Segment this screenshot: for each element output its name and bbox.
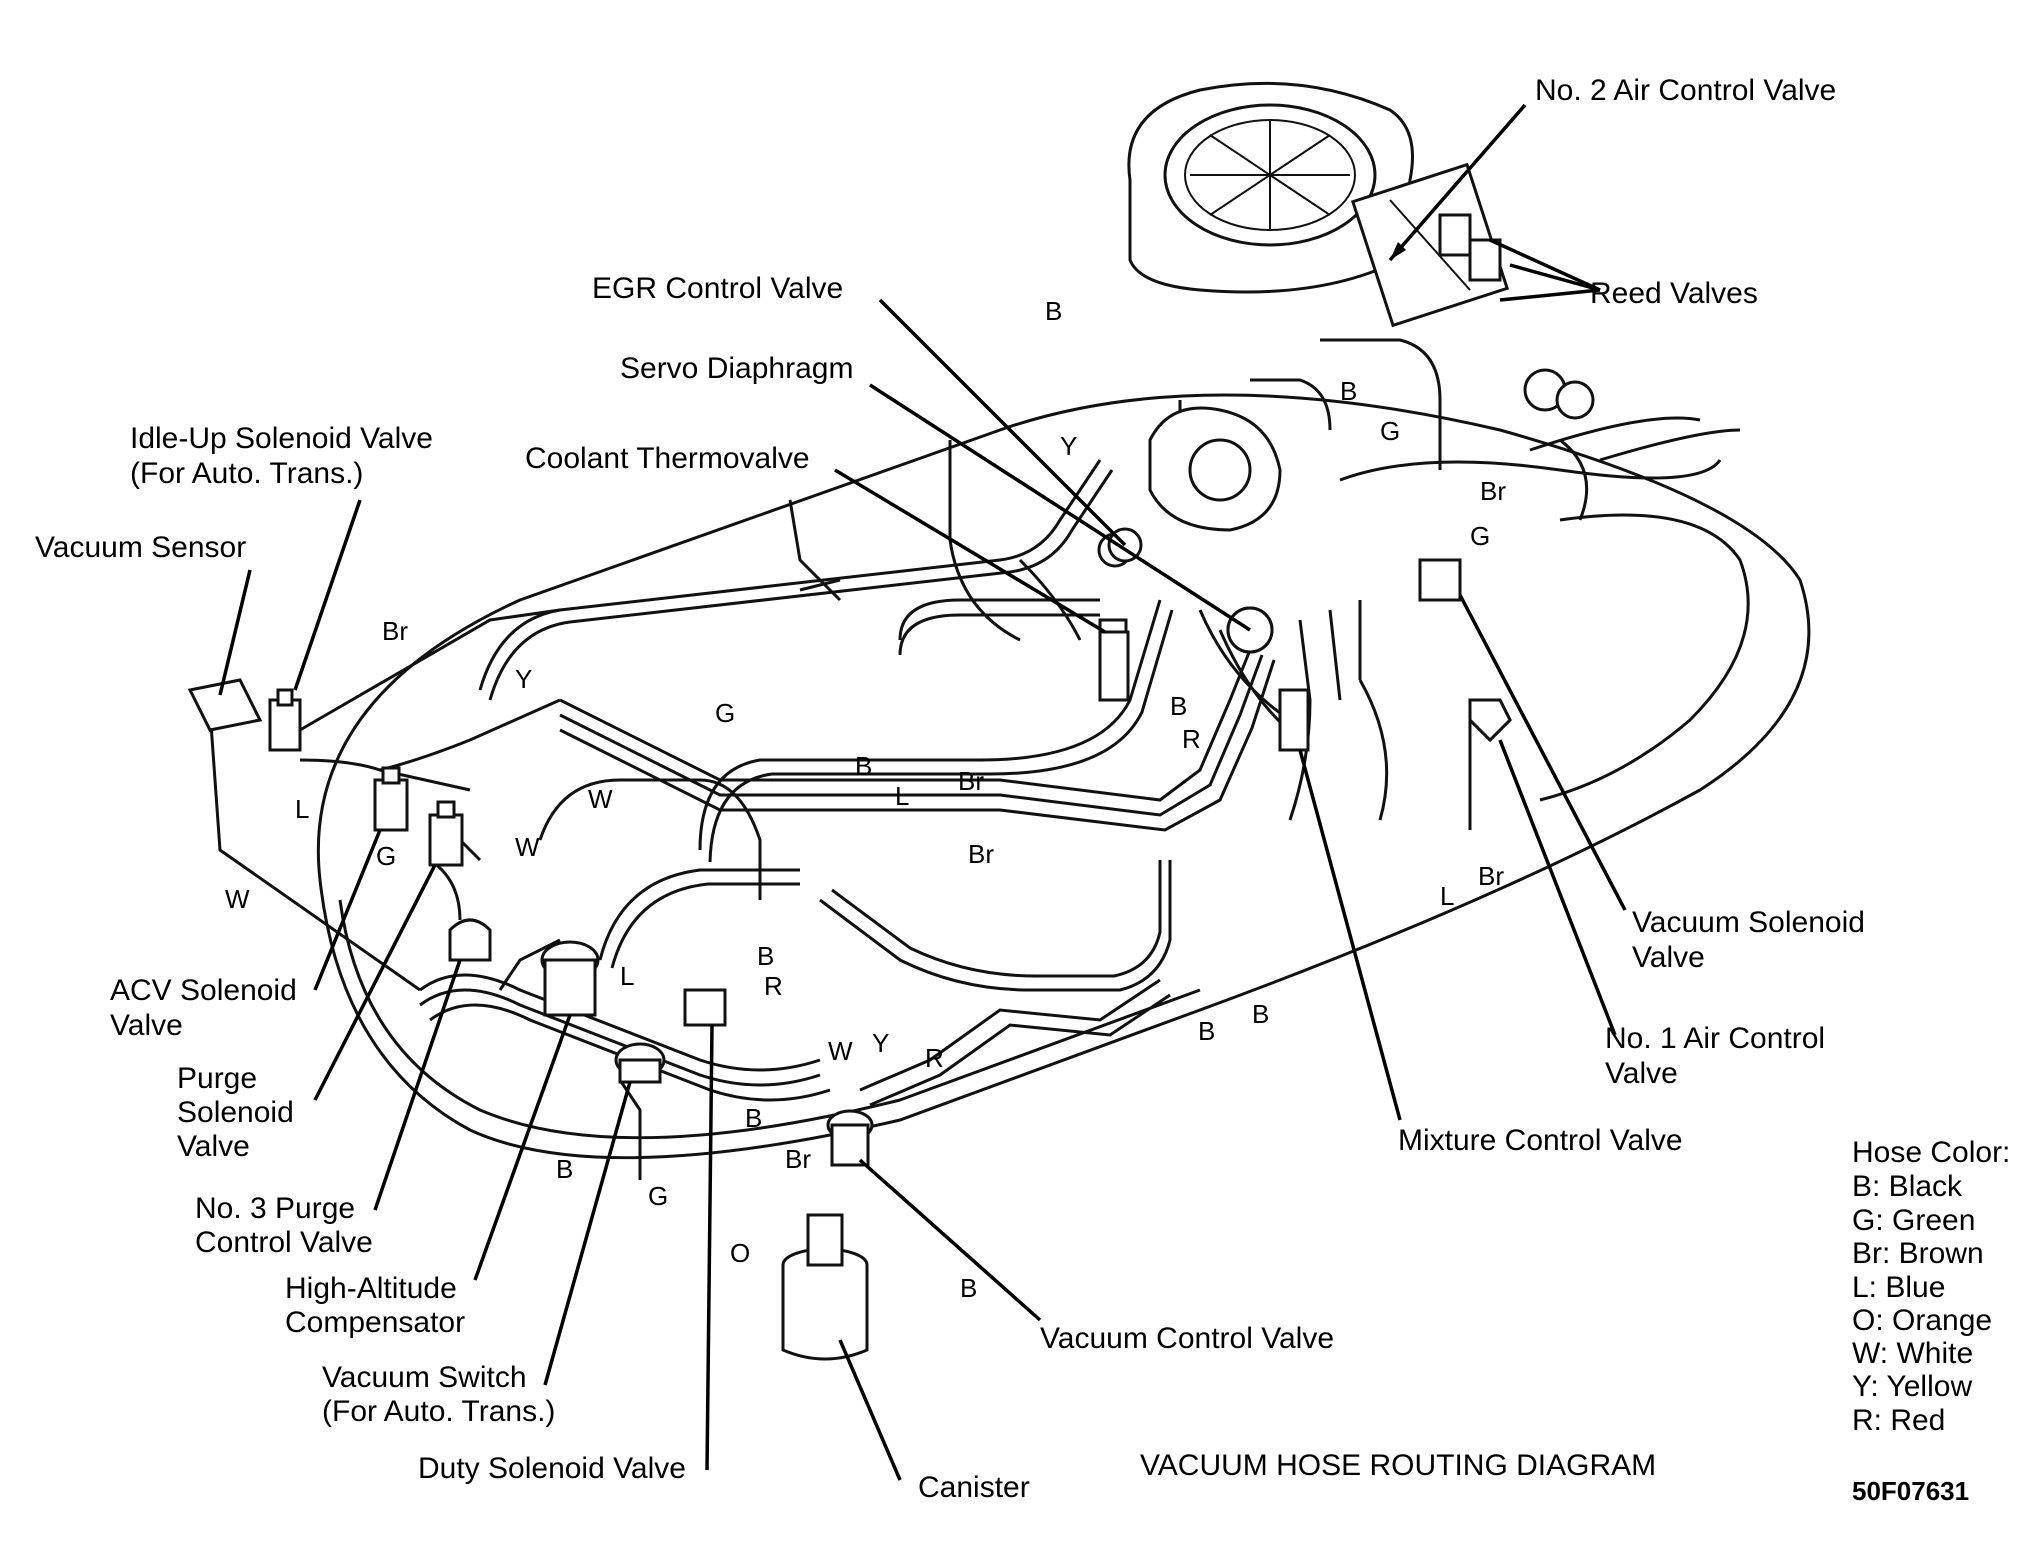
hose-code-w: W (515, 832, 540, 862)
hose-code-markers: B Y B G Br G Br Y G B L Br Br B R W L G … (225, 296, 1506, 1303)
hose-code-br: Br (968, 839, 994, 869)
label-servo-diaphragm: Servo Diaphragm (620, 352, 853, 385)
acv-solenoid-valve (373, 766, 409, 832)
hose-code-b: B (1198, 1016, 1215, 1046)
label-acv-solenoid-valve-line2: Valve (110, 1009, 183, 1042)
no1-air-control-valve (1468, 698, 1512, 743)
label-canister: Canister (918, 1471, 1030, 1504)
label-idle-up-solenoid-valve-line1: Idle-Up Solenoid Valve (130, 422, 433, 455)
air-cleaner (1127, 81, 1510, 328)
hose-code-y: Y (515, 664, 532, 694)
coolant-thermovalve (1098, 630, 1130, 702)
label-vacuum-solenoid-valve-line1: Vacuum Solenoid (1632, 906, 1865, 939)
idle-up-solenoid-valve (268, 688, 302, 752)
hose-code-b: B (960, 1273, 977, 1303)
hose-code-g: G (376, 841, 396, 871)
high-altitude-compensator (540, 940, 600, 1017)
hose-code-g: G (1380, 416, 1400, 446)
figure-id: 50F07631 (1852, 1476, 1969, 1506)
duty-solenoid-valve (683, 988, 727, 1027)
legend-entry: O: Orange (1852, 1304, 1992, 1337)
legend-entry: L: Blue (1852, 1271, 1945, 1304)
label-coolant-thermovalve: Coolant Thermovalve (525, 442, 810, 475)
label-mixture-control-valve: Mixture Control Valve (1398, 1124, 1683, 1157)
hose-code-br: Br (785, 1144, 811, 1174)
legend-entry: B: Black (1852, 1170, 1963, 1203)
label-vacuum-control-valve: Vacuum Control Valve (1040, 1322, 1334, 1355)
label-high-altitude-compensator-line1: High-Altitude (285, 1272, 457, 1305)
label-duty-solenoid-valve: Duty Solenoid Valve (418, 1452, 686, 1485)
label-acv-solenoid-valve-line1: ACV Solenoid (110, 974, 297, 1007)
hose-code-br: Br (1478, 861, 1504, 891)
label-no1-air-control-valve-line1: No. 1 Air Control (1605, 1022, 1825, 1055)
legend-entry: G: Green (1852, 1204, 1975, 1237)
no3-purge-control-valve (448, 918, 492, 962)
component-labels: No. 2 Air Control Valve Reed Valves EGR … (35, 74, 1865, 1504)
legend-title: Hose Color: (1852, 1136, 2010, 1169)
hose-code-w: W (828, 1036, 853, 1066)
vacuum-control-valve (826, 1109, 874, 1167)
hose-code-r: R (1182, 724, 1201, 754)
label-vacuum-switch-line2: (For Auto. Trans.) (322, 1395, 555, 1428)
hose-code-b: B (1252, 999, 1269, 1029)
purge-solenoid-valve (428, 800, 464, 867)
label-no3-purge-control-valve-line1: No. 3 Purge (195, 1192, 355, 1225)
label-purge-solenoid-valve-line1: Purge (177, 1062, 257, 1095)
hose-code-b: B (1170, 691, 1187, 721)
hose-code-g: G (1470, 521, 1490, 551)
vacuum-switch (614, 1042, 666, 1084)
hose-code-l: L (895, 781, 909, 811)
label-no3-purge-control-valve-line2: Control Valve (195, 1226, 373, 1259)
label-idle-up-solenoid-valve-line2: (For Auto. Trans.) (130, 457, 363, 490)
hose-color-legend: Hose Color: B: Black G: Green Br: Brown … (1852, 1136, 2010, 1437)
hose-code-w: W (225, 884, 250, 914)
label-no1-air-control-valve-line2: Valve (1605, 1057, 1678, 1090)
canister (781, 1213, 869, 1361)
legend-entry: Br: Brown (1852, 1237, 1984, 1270)
label-purge-solenoid-valve-line3: Valve (177, 1130, 250, 1163)
hose-code-b: B (855, 751, 872, 781)
hose-code-y: Y (872, 1028, 889, 1058)
hose-code-b: B (745, 1103, 762, 1133)
label-reed-valves: Reed Valves (1590, 277, 1758, 310)
label-no2-air-control-valve: No. 2 Air Control Valve (1535, 74, 1836, 107)
hose-code-g: G (715, 698, 735, 728)
label-vacuum-sensor: Vacuum Sensor (35, 531, 246, 564)
hose-code-y: Y (1060, 431, 1077, 461)
leader-lines (218, 103, 1627, 1481)
hose-code-l: L (1440, 881, 1454, 911)
hose-code-br: Br (958, 766, 984, 796)
hose-code-l: L (295, 794, 309, 824)
label-purge-solenoid-valve-line2: Solenoid (177, 1096, 294, 1129)
label-vacuum-solenoid-valve-line2: Valve (1632, 941, 1705, 974)
label-high-altitude-compensator-line2: Compensator (285, 1306, 465, 1339)
hose-code-w: W (588, 784, 613, 814)
hose-code-r: R (925, 1043, 944, 1073)
legend-entry: Y: Yellow (1852, 1370, 1972, 1403)
label-vacuum-switch-line1: Vacuum Switch (322, 1361, 527, 1394)
mixture-control-valve (1278, 688, 1310, 752)
hose-bundle (419, 459, 1472, 1107)
hose-code-b: B (556, 1154, 573, 1184)
label-egr-control-valve: EGR Control Valve (592, 272, 843, 305)
vacuum-solenoid-valve (1418, 558, 1462, 602)
hose-code-br: Br (1480, 476, 1506, 506)
diagram-title: VACUUM HOSE ROUTING DIAGRAM (1140, 1449, 1656, 1482)
hose-code-l: L (620, 961, 634, 991)
hose-code-b: B (757, 941, 774, 971)
legend-entry: W: White (1852, 1337, 1973, 1370)
vacuum-sensor (187, 678, 263, 732)
hose-code-b: B (1340, 376, 1357, 406)
hose-code-br: Br (382, 616, 408, 646)
hose-code-g: G (648, 1181, 668, 1211)
legend-entry: R: Red (1852, 1404, 1945, 1437)
hose-code-b: B (1045, 296, 1062, 326)
hose-code-r: R (764, 971, 783, 1001)
hose-code-o: O (730, 1238, 750, 1268)
